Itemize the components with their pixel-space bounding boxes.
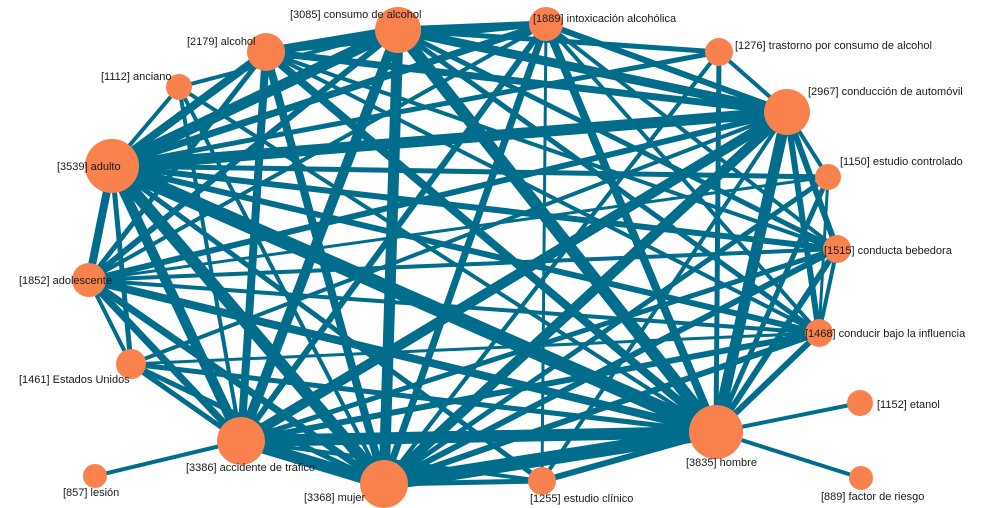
edge-adolescente-estcontrol <box>87 175 830 282</box>
edge-mujer-adolescente <box>85 276 388 488</box>
node-label-anciano: [1112] anciano <box>101 71 172 83</box>
edge-mujer-bajoinfl <box>381 330 822 487</box>
edge-intox-bajoinfl <box>544 22 821 335</box>
node-factor[interactable] <box>849 466 873 490</box>
node-conduccion[interactable] <box>764 89 810 135</box>
edge-hombre-estcontrol <box>713 174 831 435</box>
edge-consumo-adolescente <box>86 27 401 283</box>
node-mujer[interactable] <box>360 460 408 508</box>
edge-hombre-mujer <box>377 425 723 491</box>
edge-anciano-mujer <box>177 85 386 486</box>
edge-mujer-consumo <box>378 24 404 490</box>
node-intox[interactable] <box>529 7 563 41</box>
node-conducta[interactable] <box>823 235 851 263</box>
node-label-accidente: [3386] accidente de tráfico <box>186 462 315 474</box>
node-label-eeuu: [1461] Estados Unidos <box>19 374 130 386</box>
node-label-estcontrol: [1150] estudio controlado <box>840 156 963 168</box>
edge-anciano-accidente <box>177 85 243 443</box>
node-label-factor: [889] factor de riesgo <box>821 491 924 503</box>
edge-hombre-anciano <box>177 85 718 434</box>
edge-mujer-conducta <box>381 246 840 487</box>
edge-conduccion-adolescente <box>86 109 790 283</box>
nodes-layer <box>72 7 873 508</box>
node-adulto[interactable] <box>85 139 139 193</box>
edge-hombre-intox <box>542 20 720 436</box>
node-label-estclinico: [1255] estudio clínico <box>530 493 633 505</box>
node-hombre[interactable] <box>689 405 743 459</box>
edge-accidente-adolescente <box>85 276 245 445</box>
edge-alcohol-bajoinfl <box>264 50 821 335</box>
edge-intox-conducta <box>544 22 839 251</box>
node-label-bajoinfl: [1468] conducir bajo la influencia <box>805 328 966 340</box>
edge-conduccion-eeuu <box>129 110 789 366</box>
node-label-mujer: [3368] mujer <box>304 492 365 504</box>
node-alcohol[interactable] <box>247 33 285 71</box>
node-label-intox: [1889] intoxicación alcohólica <box>533 13 677 25</box>
edge-conduccion-alcohol <box>262 48 791 116</box>
edge-mujer-estcontrol <box>381 174 831 487</box>
edge-estcontrol-bajoinfl <box>817 175 830 335</box>
node-consumo[interactable] <box>375 7 421 53</box>
node-eeuu[interactable] <box>116 349 146 379</box>
edge-accidente-estclinico <box>239 439 544 483</box>
edge-adulto-eeuu <box>109 163 134 367</box>
node-label-hombre: [3835] hombre <box>686 457 757 469</box>
edge-hombre-trastorno <box>713 49 722 435</box>
edge-accidente-consumo <box>236 25 403 446</box>
edge-trastorno-mujer <box>382 50 721 486</box>
node-label-alcohol: [2179] alcohol <box>187 36 256 48</box>
node-lesion[interactable] <box>83 464 107 488</box>
edge-accidente-lesion <box>93 439 243 478</box>
node-label-lesion: [857] lesión <box>63 487 119 499</box>
edge-consumo-conduccion <box>393 25 792 117</box>
edge-mujer-accidente <box>235 435 390 490</box>
edges-layer <box>85 20 863 491</box>
edge-alcohol-conducta <box>264 50 839 251</box>
node-label-trastorno: [1276] trastorno por consumo de alcohol <box>735 40 932 52</box>
edge-estclinico-intox <box>540 22 548 483</box>
node-label-conduccion: [2967] conducción de automóvil <box>808 86 963 98</box>
node-estcontrol[interactable] <box>815 164 841 190</box>
node-label-adulto: [3539] adulto <box>57 161 121 173</box>
edge-adulto-consumo <box>106 24 404 172</box>
edge-accidente-intox <box>238 21 549 444</box>
node-label-consumo: [3085] consumo de alcohol <box>290 9 421 21</box>
node-adolescente[interactable] <box>72 263 106 297</box>
edge-alcohol-adolescente <box>86 49 269 283</box>
node-label-etanol: [1152] etanol <box>877 399 940 411</box>
edge-intox-adolescente <box>87 22 548 282</box>
node-bajoinfl[interactable] <box>805 319 833 347</box>
edge-adulto-trastorno <box>109 49 722 169</box>
node-trastorno[interactable] <box>705 38 733 66</box>
edge-accidente-bajoinfl <box>238 330 822 444</box>
edge-eeuu-bajoinfl <box>129 331 821 366</box>
edge-hombre-conduccion <box>710 106 793 438</box>
edge-mujer-conduccion <box>379 107 792 489</box>
edge-mujer-estclinico <box>381 478 545 487</box>
node-estclinico[interactable] <box>528 467 556 495</box>
node-label-conducta: [1515] conducta bebedora <box>824 245 953 257</box>
edge-estclinico-conduccion <box>540 110 789 483</box>
node-anciano[interactable] <box>166 74 192 100</box>
edge-conducta-bajoinfl <box>817 247 839 335</box>
edge-hombre-estclinico <box>539 429 719 484</box>
edge-adolescente-bajoinfl <box>87 278 821 335</box>
edge-accidente-alcohol <box>237 48 270 445</box>
node-accidente[interactable] <box>217 417 265 465</box>
edge-conduccion-intox <box>543 21 790 115</box>
labels-layer: [3085] consumo de alcohol [1889] intoxica… <box>19 9 966 505</box>
node-label-adolescente: [1852] adolescente <box>19 275 112 287</box>
node-etanol[interactable] <box>847 390 873 416</box>
